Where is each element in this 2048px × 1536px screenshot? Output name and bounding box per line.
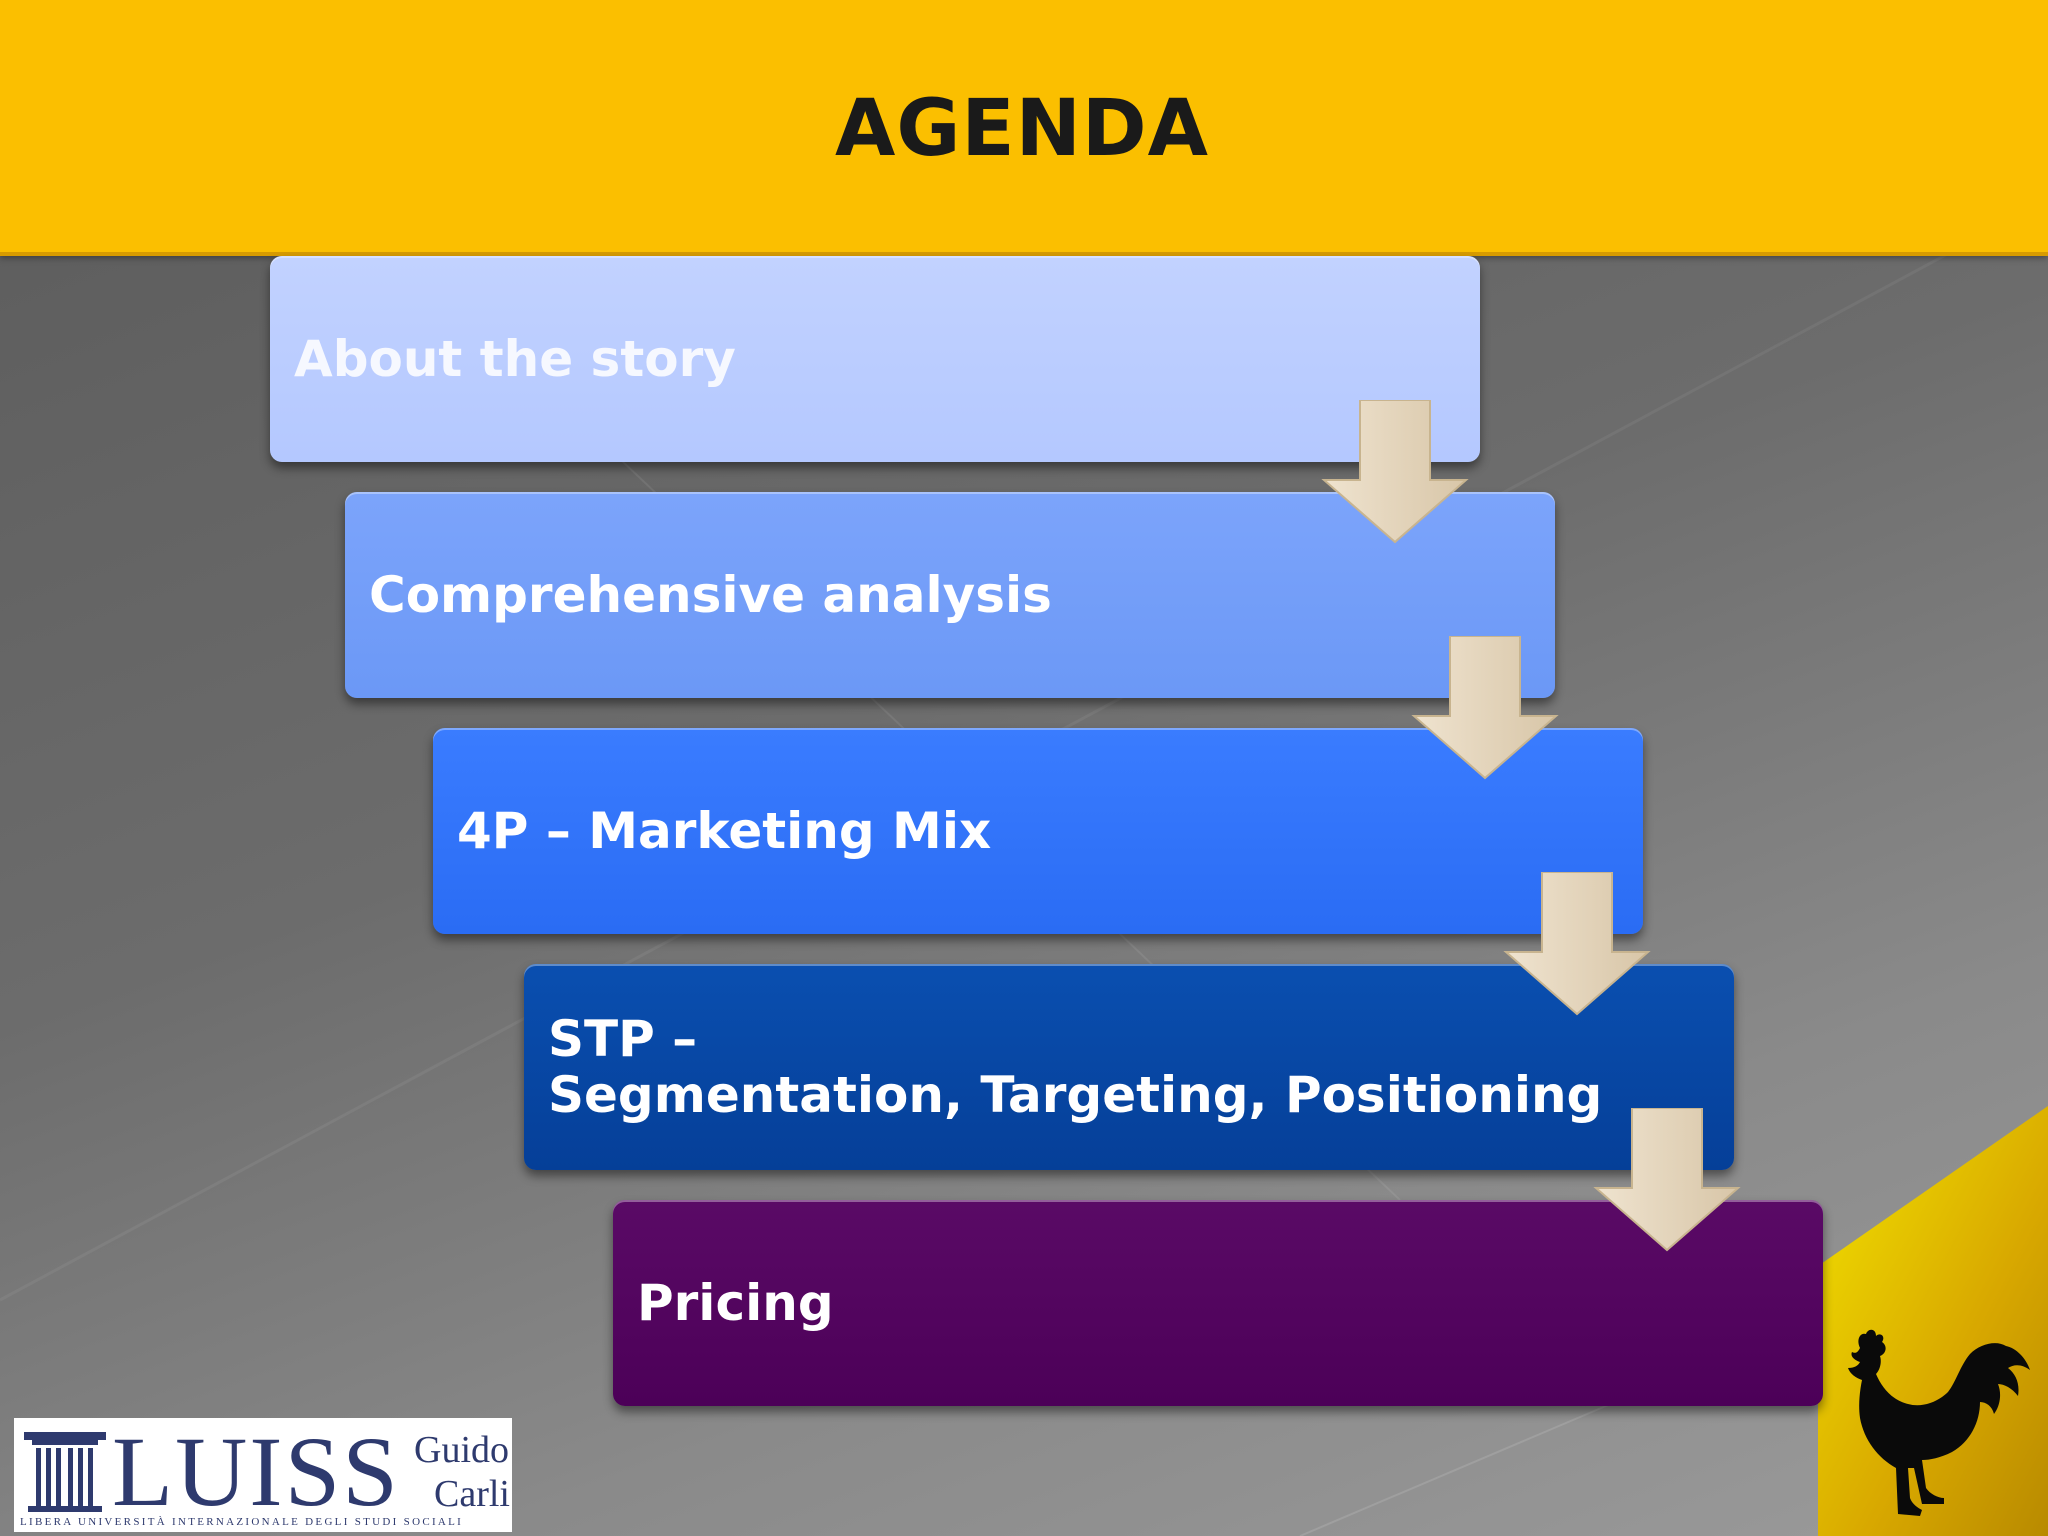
column-icon [24,1432,106,1512]
down-arrow-icon [1321,400,1469,544]
agenda-item-comprehensive-analysis: Comprehensive analysis [345,492,1555,698]
logo-carli: Carli [434,1473,510,1515]
agenda-item-about-the-story: About the story [270,256,1480,462]
header-banner: AGENDA [0,0,2048,256]
agenda-item-label: About the story [294,330,736,388]
agenda-item-label: Pricing [637,1274,834,1332]
logo-subtitle: LIBERA UNIVERSITÀ INTERNAZIONALE DEGLI S… [20,1516,464,1528]
logo-guido: Guido [414,1429,509,1471]
down-arrow-icon [1593,1108,1741,1252]
agenda-item-pricing: Pricing [613,1200,1823,1406]
agenda-item-stp: STP – Segmentation, Targeting, Positioni… [524,964,1734,1170]
down-arrow-icon [1503,872,1651,1016]
logo-wordmark: LUISS [112,1416,400,1527]
luiss-logo: LUISS Guido Carli LIBERA UNIVERSITÀ INTE… [14,1418,512,1532]
agenda-item-label: STP – Segmentation, Targeting, Positioni… [548,1010,1603,1124]
rooster-icon [1848,1329,2030,1516]
down-arrow-icon [1411,636,1559,780]
agenda-item-label: Comprehensive analysis [369,566,1052,624]
slide-title: AGENDA [834,84,1210,174]
agenda-item-label: 4P – Marketing Mix [457,802,992,860]
agenda-item-marketing-mix: 4P – Marketing Mix [433,728,1643,934]
